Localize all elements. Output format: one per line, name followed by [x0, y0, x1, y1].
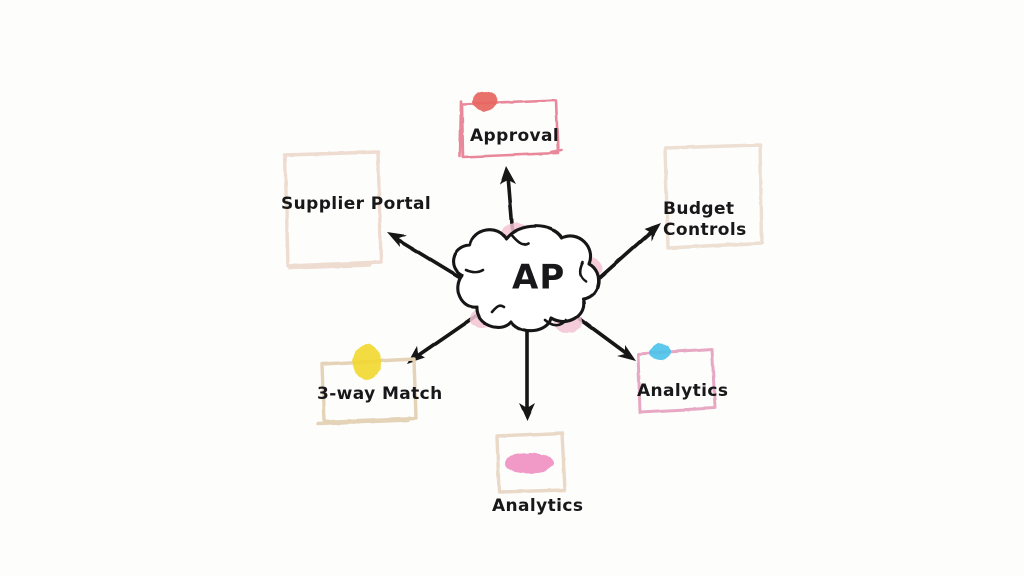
node-supplier-portal-box [283, 150, 383, 270]
connector-group [387, 166, 661, 421]
node-analytics-bottom-sticker-icon [504, 453, 554, 473]
node-three-way-match-sticker-icon [353, 344, 381, 380]
hub-cloud-inner-strokes [464, 234, 588, 327]
node-approval-sticker-icon [473, 91, 497, 111]
connector-hub-to-analytics-bottom [519, 328, 535, 421]
hub-cloud-icon [452, 224, 600, 333]
node-approval-label: Approval [470, 126, 559, 146]
node-three-way-match-label: 3-way Match [317, 384, 443, 404]
connector-hub-to-budget-controls [594, 223, 661, 283]
hub-node-ap[interactable]: AP [452, 223, 602, 333]
node-supplier-portal-label: Supplier Portal [281, 194, 431, 214]
connector-hub-to-three-way-match [407, 314, 478, 364]
node-budget-controls-label-line1: Budget [663, 199, 734, 219]
node-analytics-bottom-label: Analytics [492, 496, 583, 516]
node-budget-controls-box [663, 143, 764, 250]
node-analytics-right[interactable]: Analytics [636, 344, 728, 414]
node-three-way-match-box [316, 357, 418, 426]
node-analytics-bottom-box [495, 431, 567, 494]
node-approval[interactable]: Approval [458, 91, 563, 159]
hub-label: AP [512, 258, 565, 298]
node-analytics-bottom[interactable]: Analytics [492, 431, 583, 516]
node-analytics-right-sticker-icon [649, 344, 671, 360]
node-analytics-right-box [636, 347, 717, 414]
node-approval-box [458, 98, 563, 159]
node-analytics-right-label: Analytics [637, 381, 728, 401]
node-budget-controls-label-line2: Controls [663, 220, 747, 240]
connector-hub-to-analytics-right [578, 317, 636, 361]
node-three-way-match[interactable]: 3-way Match [316, 344, 443, 426]
node-supplier-portal[interactable]: Supplier Portal [281, 150, 431, 270]
node-budget-controls[interactable]: Budget Controls [663, 143, 764, 250]
connector-hub-to-supplier-portal [387, 232, 468, 283]
